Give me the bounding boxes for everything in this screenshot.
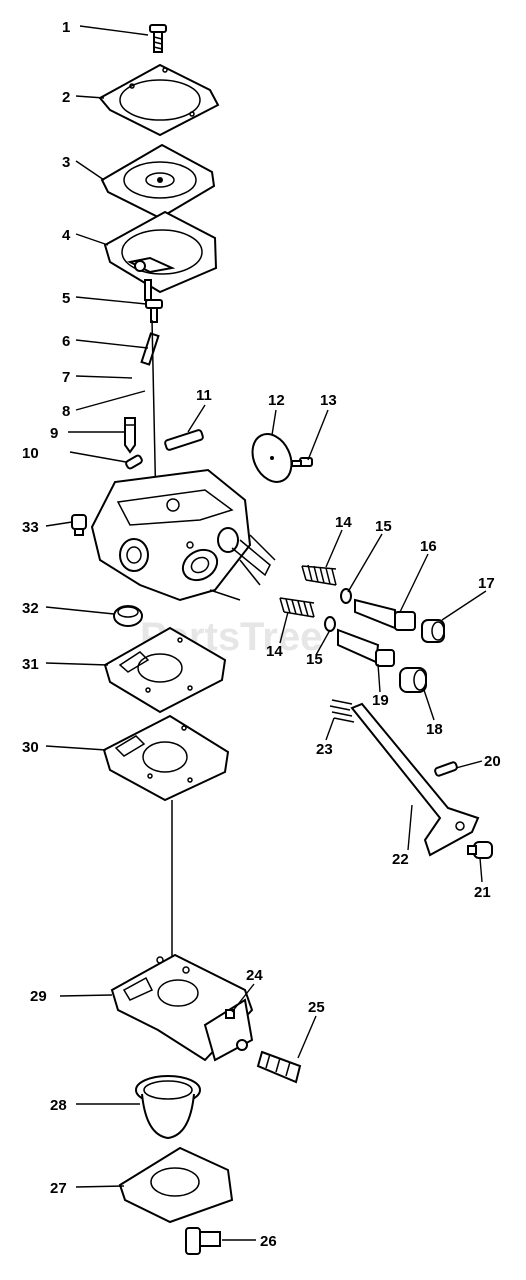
part-9-needle xyxy=(124,417,136,454)
part-11-pin xyxy=(164,429,204,451)
callout-23: 23 xyxy=(316,741,333,758)
part-17-cap xyxy=(421,619,445,643)
part-21-plug xyxy=(467,841,493,859)
callout-19: 19 xyxy=(372,692,389,709)
part-24-tab xyxy=(225,1009,235,1019)
callout-4: 4 xyxy=(62,227,71,244)
part-26-screw xyxy=(185,1227,221,1255)
part-22-lever xyxy=(350,702,480,857)
callout-3: 3 xyxy=(62,154,70,171)
callout-labels: 1 2 3 4 5 6 7 8 9 10 11 12 13 14 15 16 1… xyxy=(22,19,501,1250)
part-2-cover xyxy=(98,63,220,137)
part-23-spring xyxy=(329,699,355,723)
part-32-knob xyxy=(113,605,143,627)
callout-24: 24 xyxy=(246,967,263,984)
carburetor-body xyxy=(90,319,276,602)
callout-13: 13 xyxy=(320,392,337,409)
part-30-gasket xyxy=(102,714,230,802)
part-4-gasket xyxy=(103,210,218,294)
callout-30: 30 xyxy=(22,739,39,756)
callout-15-lower: 15 xyxy=(306,651,323,668)
part-14-spring-lower xyxy=(279,597,315,618)
callout-11: 11 xyxy=(196,387,212,404)
part-12-plate xyxy=(251,433,293,483)
part-20-pin xyxy=(434,761,458,777)
part-15-oring-lower xyxy=(324,616,336,632)
part-8-spring xyxy=(144,279,152,301)
callout-33: 33 xyxy=(22,519,39,536)
part-6-pin xyxy=(140,332,160,366)
callout-28: 28 xyxy=(50,1097,67,1114)
part-31-gasket xyxy=(103,626,227,714)
part-27-plate xyxy=(118,1146,234,1224)
part-28-primer-bulb xyxy=(135,1075,201,1140)
callout-10: 10 xyxy=(22,445,39,462)
part-18-cap xyxy=(399,667,427,693)
part-13-screw xyxy=(291,457,313,467)
callout-29: 29 xyxy=(30,988,47,1005)
part-15-oring-upper xyxy=(340,588,352,604)
part-5-screw xyxy=(145,299,163,323)
callout-26: 26 xyxy=(260,1233,277,1250)
callout-27: 27 xyxy=(50,1180,67,1197)
part-29-pump-body xyxy=(110,953,254,1062)
part-19-needle xyxy=(337,628,395,667)
part-16-needle xyxy=(354,598,416,631)
callout-5: 5 xyxy=(62,290,70,307)
part-33-plug xyxy=(71,514,87,536)
part-14-spring-upper xyxy=(301,564,337,586)
callout-7: 7 xyxy=(62,369,70,386)
part-3-diaphragm xyxy=(100,143,216,220)
part-7-lever xyxy=(126,256,176,274)
callout-25: 25 xyxy=(308,999,325,1016)
callout-22: 22 xyxy=(392,851,409,868)
part-1-screw xyxy=(149,24,167,53)
part-25-screw xyxy=(256,1050,302,1084)
callout-20: 20 xyxy=(484,753,501,770)
callout-15-upper: 15 xyxy=(375,518,392,535)
callout-31: 31 xyxy=(22,656,39,673)
callout-9: 9 xyxy=(50,425,58,442)
part-10-pin xyxy=(125,454,143,470)
callout-8: 8 xyxy=(62,403,70,420)
callout-1: 1 xyxy=(62,19,70,36)
callout-14-lower: 14 xyxy=(266,643,283,660)
callout-2: 2 xyxy=(62,89,70,106)
callout-14-upper: 14 xyxy=(335,514,352,531)
callout-17: 17 xyxy=(478,575,495,592)
callout-32: 32 xyxy=(22,600,39,617)
callout-18: 18 xyxy=(426,721,443,738)
callout-16: 16 xyxy=(420,538,437,555)
callout-21: 21 xyxy=(474,884,491,901)
callout-12: 12 xyxy=(268,392,285,409)
leader-lines xyxy=(45,25,487,1241)
callout-6: 6 xyxy=(62,333,70,350)
